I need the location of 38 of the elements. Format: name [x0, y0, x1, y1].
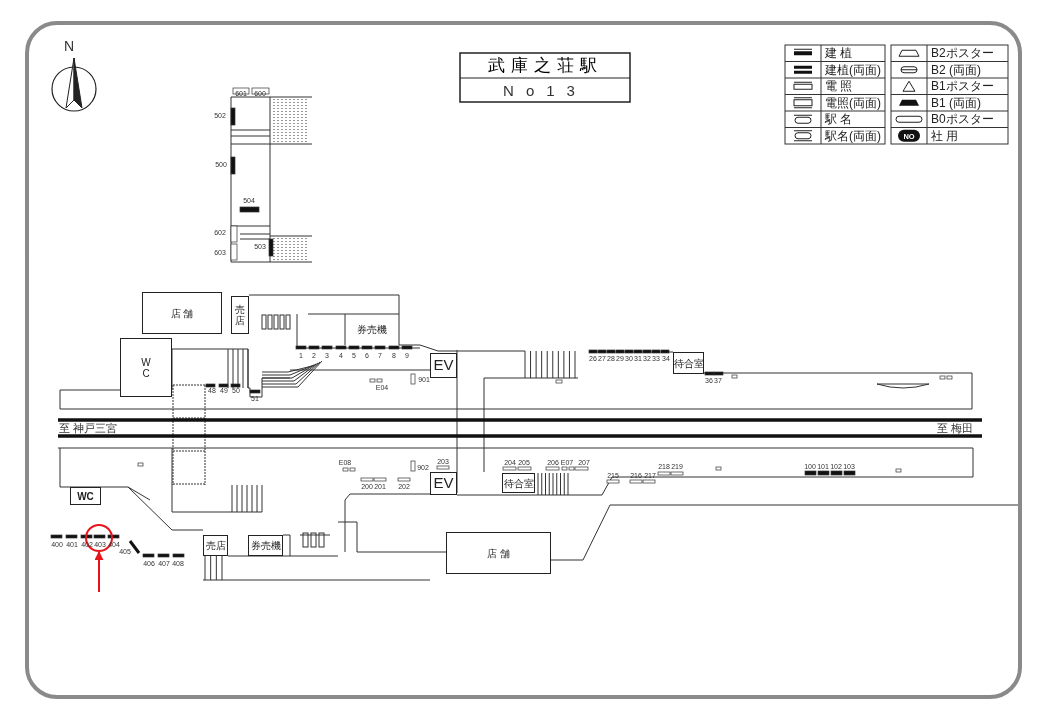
room-label: EV: [433, 357, 454, 374]
room-label: 売店: [205, 540, 226, 551]
map-title: 武庫之荘駅: [486, 55, 604, 77]
room-label: 券売機: [250, 540, 281, 551]
direction-label: 至 神戸三宮: [58, 422, 118, 434]
toilet-room: [120, 338, 172, 397]
shop-room: [142, 292, 222, 334]
room-label: 待合室: [673, 357, 704, 369]
legend-text: B1ポスター: [931, 80, 994, 93]
room-label: 待合室: [503, 477, 534, 489]
legend-text: B1 (両面): [931, 96, 981, 109]
legend-text: B0ポスター: [931, 113, 994, 126]
legend-text: 社 用: [931, 129, 959, 142]
waiting-room: [673, 352, 704, 374]
north-label: N: [63, 39, 75, 53]
room-label: 券売機: [357, 324, 387, 335]
legend-text: 駅 名: [825, 113, 853, 126]
room-label: 売店: [235, 304, 245, 326]
room-label: 店 舗: [487, 547, 510, 559]
kiosk-room: [231, 296, 249, 334]
ticket-machine-area: [248, 535, 283, 556]
legend-text: B2ポスター: [931, 47, 994, 60]
shop-room: [446, 532, 551, 574]
direction-label: 至 梅田: [936, 422, 974, 434]
toilet-room: [70, 487, 101, 505]
legend-text: 電 照: [825, 80, 853, 93]
legend-text: 駅名(両面): [825, 129, 881, 142]
kiosk-room: [203, 535, 228, 556]
legend-text: B2 (両面): [931, 63, 981, 76]
legend-text: 電照(両面): [825, 96, 881, 109]
room-label: WC: [77, 490, 94, 502]
room-label: EV: [433, 475, 454, 492]
room-label: W C: [141, 356, 151, 379]
room-label: 店 舗: [170, 307, 194, 319]
legend-text: 建植(両面): [825, 63, 881, 76]
station-number: No13: [503, 82, 587, 98]
pointer-arrow: [94, 551, 104, 593]
legend-text: 建 植: [825, 47, 853, 60]
